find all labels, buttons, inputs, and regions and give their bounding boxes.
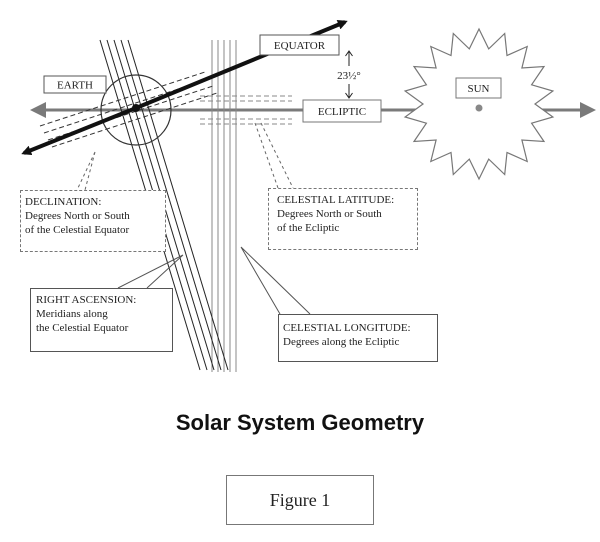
equator-line-lower bbox=[21, 106, 137, 156]
right-ascension-line-2: Meridians along bbox=[36, 308, 108, 320]
earth-label: EARTH bbox=[57, 80, 93, 92]
tilt-up-arrow bbox=[345, 50, 353, 66]
sun-label-box bbox=[455, 77, 502, 99]
celestial-latitude-callout: CELESTIAL LATITUDE: Degrees North or Sou… bbox=[268, 188, 418, 250]
celestial-latitude-leader bbox=[254, 122, 294, 189]
right-ascension-leader bbox=[117, 254, 184, 289]
tilt-angle-label: 23½° bbox=[337, 70, 361, 82]
figure-label: Figure 1 bbox=[226, 475, 374, 525]
sun-label: SUN bbox=[467, 83, 489, 95]
celestial-longitude-line-2: Degrees along the Ecliptic bbox=[283, 336, 400, 348]
ecliptic-meridian-lines bbox=[211, 40, 237, 372]
celestial-latitude-line-2: Degrees North or South bbox=[277, 208, 382, 220]
ecliptic-label: ECLIPTIC bbox=[318, 106, 366, 118]
equator-label-box bbox=[259, 34, 340, 56]
sun-shape bbox=[403, 27, 555, 181]
right-ascension-line-1: RIGHT ASCENSION: bbox=[36, 294, 137, 306]
declination-line-2: Degrees North or South bbox=[25, 210, 130, 222]
right-ascension-callout: RIGHT ASCENSION: Meridians along the Cel… bbox=[30, 288, 173, 352]
declination-line-1: DECLINATION: bbox=[25, 196, 102, 208]
celestial-longitude-callout: CELESTIAL LONGITUDE: Degrees along the E… bbox=[278, 314, 438, 362]
celestial-longitude-leader bbox=[240, 246, 311, 315]
declination-leader bbox=[76, 151, 96, 191]
equator-label: EQUATOR bbox=[274, 40, 326, 52]
celestial-longitude-line-1: CELESTIAL LONGITUDE: bbox=[283, 322, 411, 334]
celestial-latitude-lines bbox=[200, 95, 292, 125]
celestial-latitude-line-1: CELESTIAL LATITUDE: bbox=[277, 194, 395, 206]
declination-callout: DECLINATION: Degrees North or South of t… bbox=[20, 190, 166, 252]
earth-label-box bbox=[43, 75, 107, 94]
declination-line-3: of the Celestial Equator bbox=[25, 224, 130, 236]
tilt-down-arrow bbox=[345, 84, 353, 99]
page-title: Solar System Geometry bbox=[175, 410, 425, 435]
sun-center-dot bbox=[475, 104, 483, 112]
right-ascension-line-3: the Celestial Equator bbox=[36, 322, 129, 334]
ecliptic-label-box bbox=[302, 99, 382, 123]
celestial-latitude-line-3: of the Ecliptic bbox=[277, 222, 340, 234]
earth-globe bbox=[100, 74, 172, 146]
